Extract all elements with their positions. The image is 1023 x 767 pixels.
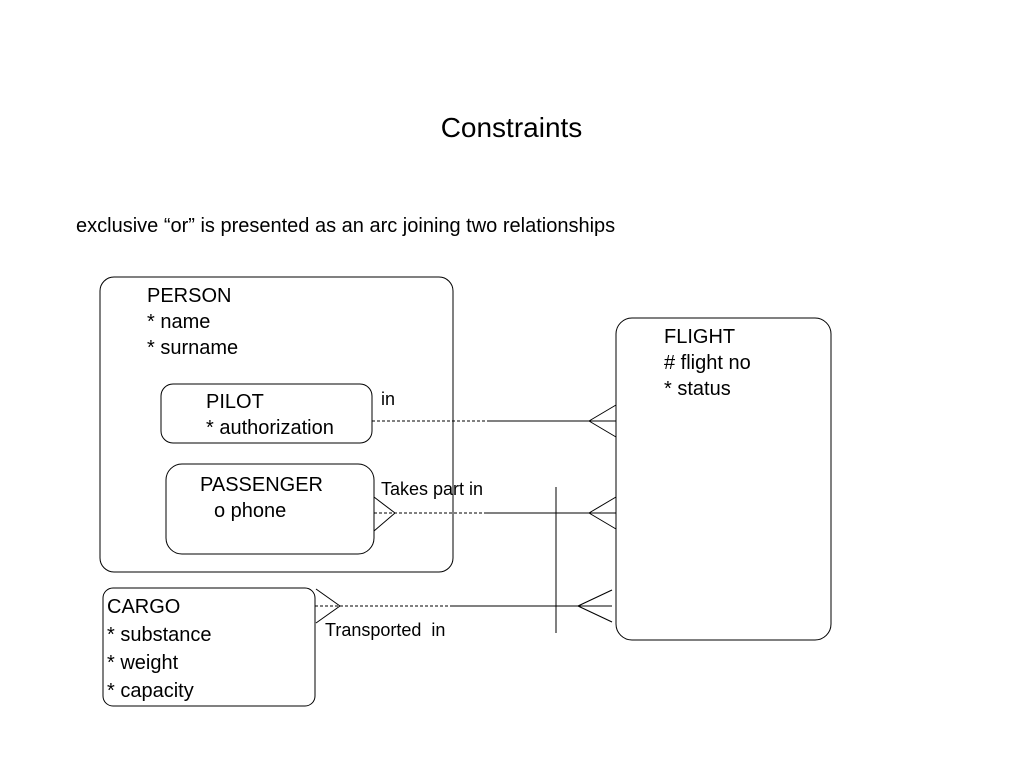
cargo-attribute-weight: * weight	[107, 652, 179, 674]
pilot-entity-name: PILOT	[206, 391, 264, 413]
slide-subtitle: exclusive “or” is presented as an arc jo…	[76, 215, 616, 237]
relationship-passenger-flight	[373, 496, 617, 532]
pilot-entity: PILOT * authorization	[206, 389, 334, 441]
flight-attribute-flight-no: # flight no	[664, 352, 751, 374]
crowsfoot-passenger-flight-lower	[588, 512, 617, 530]
person-attribute-name: * name	[147, 311, 211, 333]
cargo-entity-name: CARGO	[107, 596, 181, 618]
cargo-attribute-capacity: * capacity	[107, 680, 194, 702]
person-entity: PERSON * name * surname	[147, 283, 238, 361]
passenger-entity-name: PASSENGER	[200, 474, 323, 496]
relationship-label-transported-in: Transported in	[325, 620, 446, 640]
relationship-label-in: in	[381, 389, 396, 409]
crowsfoot-cargo-flight-upper	[577, 589, 613, 607]
flight-attribute-status: * status	[664, 378, 731, 400]
cargo-entity: CARGO * substance * weight * capacity	[107, 593, 212, 705]
crowsfoot-passenger-upper	[373, 496, 396, 514]
person-entity-name: PERSON	[147, 285, 232, 307]
pilot-attribute-authorization: * authorization	[206, 417, 334, 439]
slide-title: Constraints	[440, 112, 583, 143]
pilot-entity-box	[160, 383, 373, 444]
cargo-attribute-substance: * substance	[107, 624, 212, 646]
cargo-entity-box	[102, 587, 316, 707]
relationship-label-takes-part-in: Takes part in	[381, 479, 484, 499]
passenger-entity-box	[165, 463, 375, 555]
crowsfoot-pilot-flight-lower	[588, 420, 617, 438]
crowsfoot-cargo-flight-lower	[577, 605, 613, 623]
flight-entity-box	[615, 317, 832, 641]
passenger-entity: PASSENGER o phone	[200, 472, 323, 524]
crowsfoot-cargo-upper	[315, 588, 341, 607]
flight-entity: FLIGHT # flight no * status	[664, 324, 751, 402]
relationship-pilot-flight	[372, 404, 617, 438]
crowsfoot-cargo-lower	[315, 605, 341, 624]
crowsfoot-pilot-flight-upper	[588, 404, 617, 422]
crowsfoot-passenger-flight-upper	[588, 496, 617, 514]
passenger-attribute-phone: o phone	[214, 500, 287, 522]
flight-entity-name: FLIGHT	[664, 326, 736, 348]
person-entity-box	[99, 276, 454, 573]
relationship-cargo-flight	[315, 588, 613, 624]
crowsfoot-passenger-lower	[373, 512, 396, 532]
person-attribute-surname: * surname	[147, 337, 239, 359]
